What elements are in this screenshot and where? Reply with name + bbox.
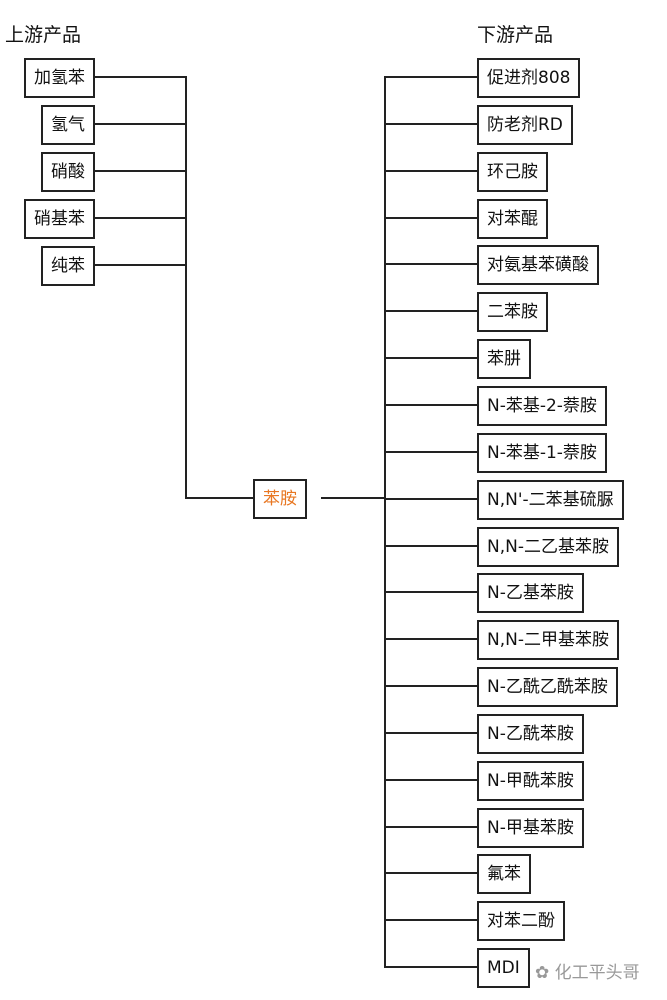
downstream-line — [385, 872, 477, 874]
downstream-line — [385, 451, 477, 453]
downstream-item: 环己胺 — [477, 152, 548, 192]
downstream-title: 下游产品 — [477, 24, 554, 46]
upstream-item: 氢气 — [41, 105, 95, 145]
center-product-box: 苯胺 — [253, 479, 307, 519]
upstream-connector — [185, 76, 187, 499]
downstream-item: N-苯基-2-萘胺 — [477, 386, 607, 426]
downstream-line — [385, 591, 477, 593]
upstream-item: 纯苯 — [41, 246, 95, 286]
upstream-item: 硝酸 — [41, 152, 95, 192]
downstream-line — [385, 498, 477, 500]
downstream-item: N-乙酰乙酰苯胺 — [477, 667, 618, 707]
downstream-item: N,N-二甲基苯胺 — [477, 620, 619, 660]
downstream-line — [385, 404, 477, 406]
downstream-item: 对苯二酚 — [477, 901, 565, 941]
downstream-item: 促进剂808 — [477, 58, 581, 98]
downstream-line — [385, 779, 477, 781]
downstream-line — [385, 638, 477, 640]
downstream-line — [385, 685, 477, 687]
wechat-icon: ✿ — [535, 963, 555, 983]
upstream-line — [95, 170, 186, 172]
upstream-item: 硝基苯 — [24, 199, 95, 239]
downstream-item: N-甲基苯胺 — [477, 808, 584, 848]
downstream-line — [385, 357, 477, 359]
center-to-downstream-line — [321, 497, 386, 499]
upstream-line — [95, 264, 186, 266]
downstream-item: 二苯胺 — [477, 292, 548, 332]
downstream-item: N,N'-二苯基硫脲 — [477, 480, 624, 520]
upstream-line — [95, 123, 186, 125]
downstream-item: 对氨基苯磺酸 — [477, 245, 599, 285]
downstream-item: N-乙酰苯胺 — [477, 714, 584, 754]
downstream-item: N-乙基苯胺 — [477, 573, 584, 613]
downstream-line — [385, 123, 477, 125]
upstream-line — [95, 76, 186, 78]
downstream-item: 对苯醌 — [477, 199, 548, 239]
watermark-text: 化工平头哥 — [554, 963, 640, 983]
downstream-item: 苯肼 — [477, 339, 531, 379]
downstream-line — [385, 732, 477, 734]
downstream-line — [385, 966, 477, 968]
downstream-item: N-甲酰苯胺 — [477, 761, 584, 801]
downstream-item: MDI — [477, 948, 530, 988]
upstream-to-center-line — [185, 497, 253, 499]
downstream-line — [385, 217, 477, 219]
downstream-line — [385, 545, 477, 547]
downstream-item: 防老剂RD — [477, 105, 573, 145]
downstream-line — [385, 919, 477, 921]
watermark: ✿ 化工平头哥 — [535, 958, 640, 983]
upstream-line — [95, 217, 186, 219]
downstream-item: N,N-二乙基苯胺 — [477, 527, 619, 567]
downstream-line — [385, 310, 477, 312]
downstream-connector — [384, 76, 386, 968]
downstream-line — [385, 826, 477, 828]
downstream-line — [385, 76, 477, 78]
downstream-item: N-苯基-1-萘胺 — [477, 433, 607, 473]
downstream-item: 氟苯 — [477, 854, 531, 894]
upstream-item: 加氢苯 — [24, 58, 95, 98]
upstream-title: 上游产品 — [5, 24, 82, 46]
downstream-line — [385, 263, 477, 265]
downstream-line — [385, 170, 477, 172]
